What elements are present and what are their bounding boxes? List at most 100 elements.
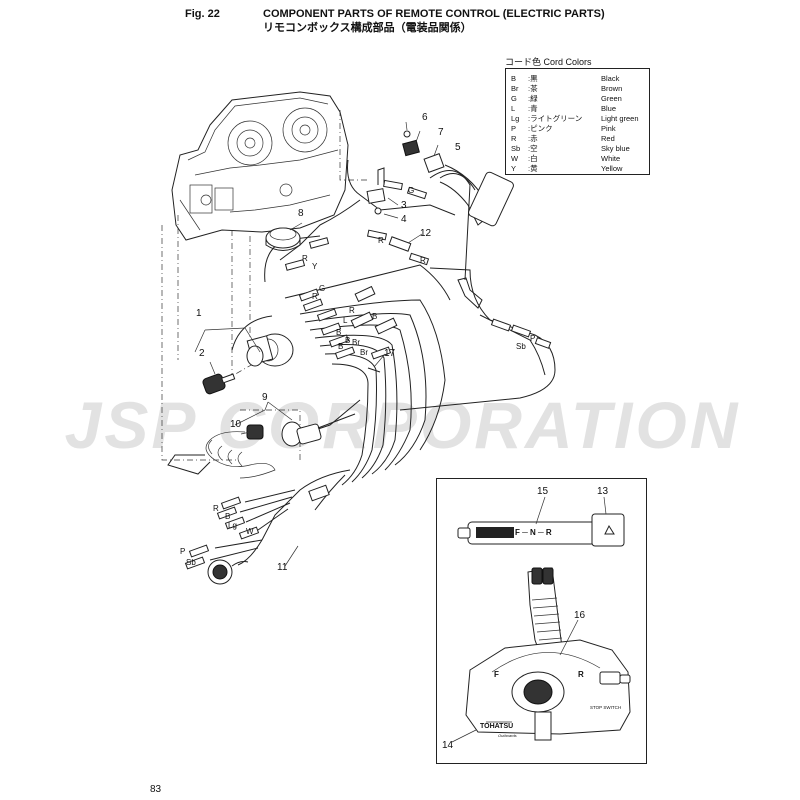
legend-ja: :白 bbox=[528, 154, 538, 163]
wire-label-lg: Lg bbox=[228, 521, 237, 530]
legend-en: Blue bbox=[601, 104, 617, 113]
callout-11: 11 bbox=[277, 562, 288, 573]
callout-leaders bbox=[194, 121, 439, 567]
legend-row: R :赤 Red bbox=[511, 134, 651, 144]
wire-label-br: Br bbox=[352, 338, 360, 347]
legend-en: Red bbox=[601, 134, 615, 143]
brand-label: TOHATSU bbox=[480, 723, 514, 730]
legend-en: Black bbox=[601, 74, 620, 83]
part-3-neutral-switch bbox=[366, 167, 386, 215]
callout-13: 13 bbox=[597, 486, 609, 497]
wire-label-p: P bbox=[530, 334, 536, 343]
lever-r-label: R bbox=[578, 670, 584, 679]
part-9-stop-switch bbox=[281, 413, 356, 447]
wire-label-b: B bbox=[345, 336, 351, 345]
legend-code: L bbox=[511, 104, 516, 113]
wire-label-b: B bbox=[225, 512, 231, 521]
part-7-bracket bbox=[402, 139, 420, 157]
brand-sub-label: Outboards bbox=[498, 733, 517, 738]
gauge-letters: F ─ N ─ R bbox=[515, 528, 552, 537]
part-12-connector bbox=[388, 236, 412, 252]
callout-6: 6 bbox=[422, 112, 428, 123]
wire-label-r: R bbox=[302, 254, 308, 263]
wire-label-y: Y bbox=[312, 262, 318, 271]
remote-control-housing bbox=[171, 91, 349, 241]
wire-label-g: G bbox=[319, 284, 326, 293]
callout-17: 17 bbox=[384, 348, 396, 359]
legend-ja: :茶 bbox=[528, 84, 538, 93]
legend-en: White bbox=[601, 154, 621, 163]
legend-ja: :黒 bbox=[528, 74, 538, 83]
callout-16: 16 bbox=[574, 610, 586, 621]
legend-row: Lg :ライトグリーン Light green bbox=[511, 114, 651, 124]
part-5-throttle-switch bbox=[423, 153, 514, 309]
legend-code: W bbox=[511, 154, 519, 163]
part-2-key bbox=[202, 373, 236, 395]
wire-label-r: R bbox=[420, 256, 426, 265]
legend-code: Br bbox=[511, 84, 519, 93]
legend-code: Sb bbox=[511, 144, 521, 153]
legend-row: W :白 White bbox=[511, 154, 651, 164]
callout-14: 14 bbox=[442, 740, 454, 751]
page-title: COMPONENT PARTS OF REMOTE CONTROL (ELECT… bbox=[263, 8, 605, 20]
callout-5: 5 bbox=[455, 142, 461, 153]
legend-row: Sb :空 Sky blue bbox=[511, 144, 651, 154]
callout-4: 4 bbox=[401, 214, 407, 225]
callout-2: 2 bbox=[199, 348, 205, 359]
inset-callout-leaders bbox=[451, 496, 607, 743]
wire-label-l: L bbox=[343, 316, 348, 325]
legend-row: B :黒 Black bbox=[511, 74, 651, 84]
wire-label-b: B bbox=[372, 312, 378, 321]
legend-code: Y bbox=[511, 164, 517, 173]
callout-3: 3 bbox=[401, 200, 407, 211]
legend-en: Yellow bbox=[601, 164, 623, 173]
part-14-control-box bbox=[465, 639, 631, 741]
legend-ja: :赤 bbox=[528, 134, 538, 143]
callout-1: 1 bbox=[196, 308, 202, 319]
legend-code: P bbox=[511, 124, 517, 133]
figure-label: Fig. 22 bbox=[185, 8, 220, 20]
legend-en: Sky blue bbox=[601, 144, 630, 153]
wire-label-w: W bbox=[246, 527, 254, 536]
legend-code: R bbox=[511, 134, 517, 143]
part-15-gauge-strip bbox=[457, 513, 625, 547]
part-8-buzzer bbox=[265, 227, 301, 251]
wire-label-sb: Sb bbox=[516, 342, 526, 351]
wire-label-g: G bbox=[408, 186, 415, 195]
legend-row: P :ピンク Pink bbox=[511, 124, 651, 134]
legend-en: Light green bbox=[601, 114, 639, 123]
callout-7: 7 bbox=[438, 127, 444, 138]
legend-row: Br :茶 Brown bbox=[511, 84, 651, 94]
callout-15: 15 bbox=[537, 486, 549, 497]
lever-f-label: F bbox=[494, 670, 499, 679]
wire-label-b: B bbox=[336, 328, 342, 337]
callout-9: 9 bbox=[262, 392, 268, 403]
page-title-japanese: リモコンボックス構成部品（電装品関係） bbox=[263, 22, 472, 34]
legend-code: G bbox=[511, 94, 517, 103]
legend-title: コード色 Cord Colors bbox=[505, 57, 592, 67]
part-10-lanyard bbox=[167, 424, 276, 479]
callout-8: 8 bbox=[298, 208, 304, 219]
legend-ja: :空 bbox=[528, 144, 538, 153]
legend-en: Pink bbox=[601, 124, 616, 133]
legend-en: Brown bbox=[601, 84, 623, 93]
wire-label-r: R bbox=[213, 504, 219, 513]
stop-switch-label: STOP SWITCH bbox=[590, 705, 622, 710]
wire-label-sb: Sb bbox=[186, 558, 196, 567]
wire-label-r: R bbox=[349, 306, 355, 315]
wire-label-r: R bbox=[378, 236, 384, 245]
page-number: 83 bbox=[150, 784, 162, 795]
legend-code: Lg bbox=[511, 114, 520, 123]
legend-ja: :ピンク bbox=[528, 124, 553, 133]
wire-label-br: Br bbox=[360, 348, 368, 357]
legend-code: B bbox=[511, 74, 517, 83]
part-17-clip bbox=[367, 367, 381, 373]
legend-ja: :ライトグリーン bbox=[528, 114, 583, 123]
